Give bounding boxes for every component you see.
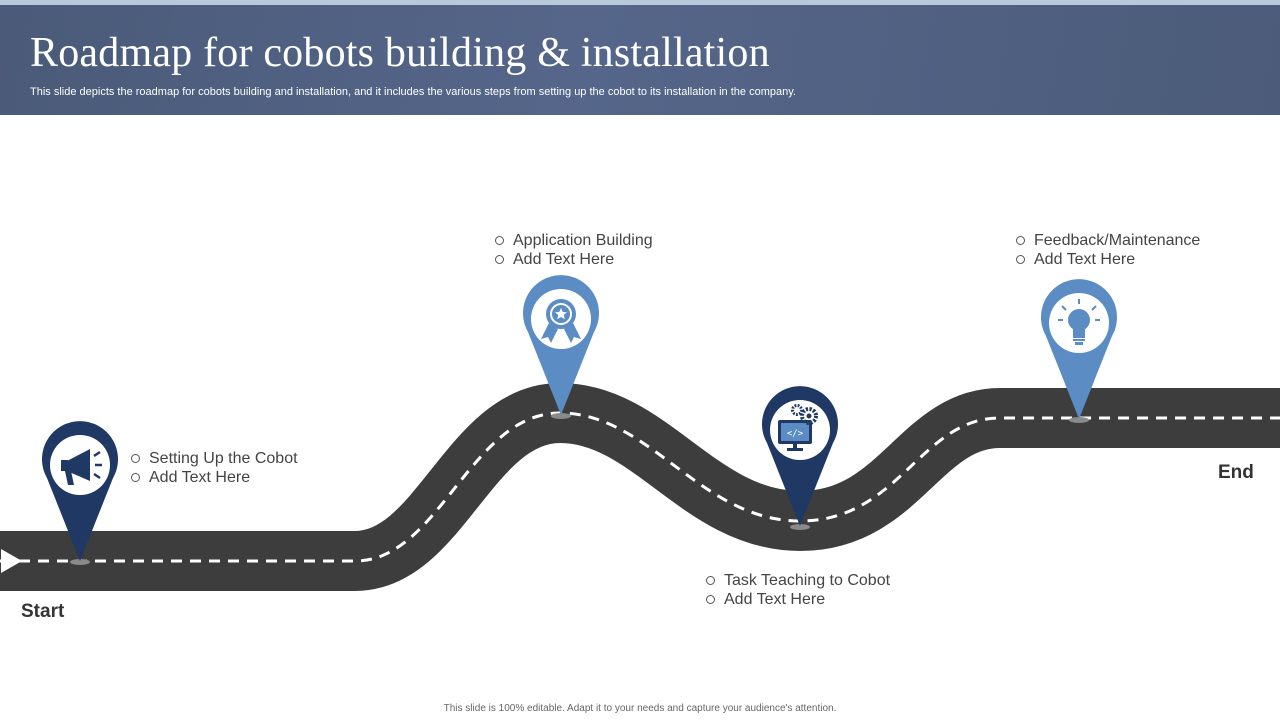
header-banner: Roadmap for cobots building & installati… — [0, 5, 1280, 115]
monitor-gear-icon: </> — [778, 404, 818, 451]
step-3-text: Task Teaching to Cobot Add Text Here — [706, 571, 890, 609]
step-4-text: Feedback/Maintenance Add Text Here — [1016, 231, 1200, 269]
footer-note: This slide is 100% editable. Adapt it to… — [443, 703, 837, 714]
pin-task-teaching: </> — [762, 386, 838, 530]
pin-application-building — [523, 275, 599, 419]
step-2-text: Application Building Add Text Here — [495, 231, 653, 269]
start-arrow-icon — [1, 549, 22, 573]
step-2-title: Application Building — [495, 231, 653, 250]
road-center-line — [0, 411, 1280, 563]
page-subtitle: This slide depicts the roadmap for cobot… — [30, 86, 796, 98]
road — [0, 382, 1280, 591]
pin-setting-up — [41, 421, 118, 565]
megaphone-icon — [61, 449, 102, 485]
lightbulb-icon — [1058, 299, 1100, 345]
page-title: Roadmap for cobots building & installati… — [30, 30, 770, 76]
step-1-detail: Add Text Here — [131, 468, 298, 487]
step-1-text: Setting Up the Cobot Add Text Here — [131, 449, 298, 487]
step-1-title: Setting Up the Cobot — [131, 449, 298, 468]
step-3-detail: Add Text Here — [706, 590, 890, 609]
step-4-title: Feedback/Maintenance — [1016, 231, 1200, 250]
start-label: Start — [21, 601, 65, 622]
step-3-title: Task Teaching to Cobot — [706, 571, 890, 590]
end-label: End — [1218, 462, 1254, 483]
award-badge-icon — [541, 299, 581, 343]
step-2-detail: Add Text Here — [495, 250, 653, 269]
top-accent-bar — [0, 0, 1280, 5]
step-4-detail: Add Text Here — [1016, 250, 1200, 269]
svg-text:</>: </> — [787, 429, 804, 439]
pin-feedback-maintenance — [1041, 279, 1117, 423]
